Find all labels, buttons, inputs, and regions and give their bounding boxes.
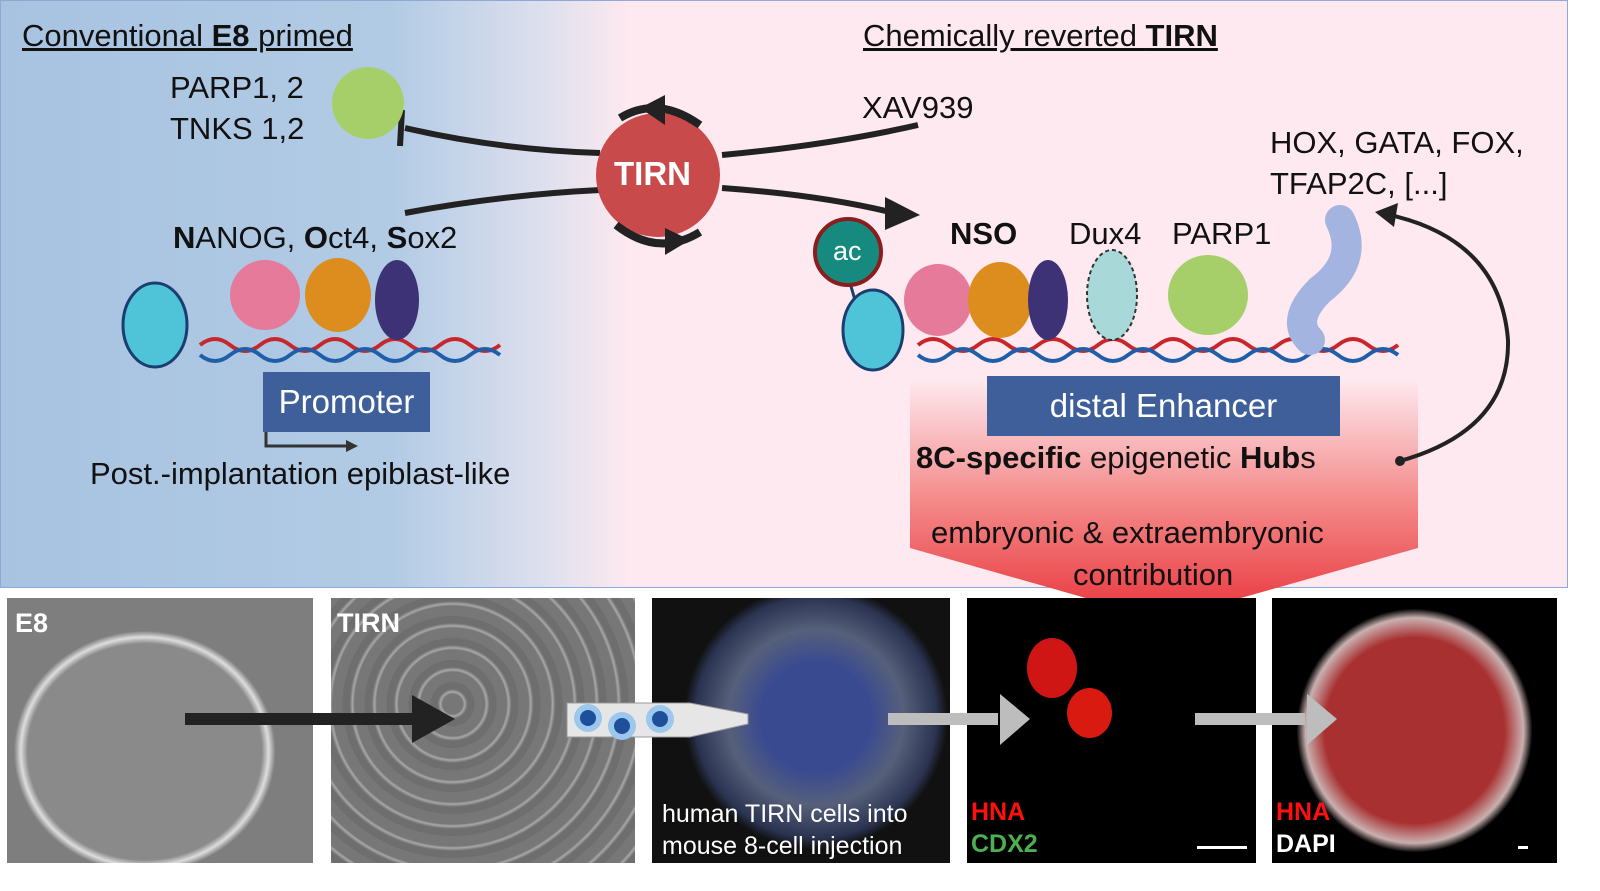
parp-protein-icon <box>332 67 404 139</box>
cdx2-label: CDX2 <box>971 830 1038 858</box>
ac-label: ac <box>833 236 862 266</box>
right-header: Chemically reverted TIRN <box>863 18 1218 53</box>
acetyl-mark-icon <box>813 217 883 287</box>
parp-label-2: TNKS 1,2 <box>170 111 305 146</box>
hna-label: HNA <box>971 798 1026 826</box>
e8-to-tirn-arrow <box>185 713 425 725</box>
dux4-protein-icon <box>1086 249 1138 341</box>
target-genes-1: HOX, GATA, FOX, <box>1270 125 1524 160</box>
nanog-protein-icon <box>230 260 300 330</box>
enhancer-box: distal Enhancer <box>987 376 1340 436</box>
blastocyst-to-embryo-arrow <box>1195 713 1305 725</box>
dapi-label: DAPI <box>1276 830 1336 858</box>
left-dna-icon <box>198 337 502 363</box>
contribution-2: contribution <box>1073 557 1234 592</box>
contribution-funnel <box>910 380 1418 620</box>
hna-label-2: HNA <box>1276 798 1331 826</box>
nos-line <box>404 187 601 216</box>
tirn-label: TIRN <box>337 608 400 638</box>
oct4-protein-icon-right <box>968 262 1032 338</box>
sox2-protein-icon-right <box>1028 260 1068 340</box>
parp-label-1: PARP1, 2 <box>170 70 304 105</box>
promoter-caption: Post.-implantation epiblast-like <box>90 456 511 491</box>
feedback-arrow <box>1389 213 1511 463</box>
nso-label: NSO <box>950 216 1018 251</box>
inhibition-line <box>404 125 601 156</box>
promoter-box: Promoter <box>263 372 430 432</box>
xav-line <box>721 122 919 158</box>
sox2-protein-icon <box>375 260 419 340</box>
nos-label: NANOG, Oct4, Sox2 <box>173 220 458 255</box>
dux4-label: Dux4 <box>1069 216 1142 251</box>
scale-bar-2 <box>1518 846 1528 849</box>
parp1-label: PARP1 <box>1172 216 1272 251</box>
target-genes-2: TFAP2C, [...] <box>1270 166 1448 201</box>
tirn-badge: TIRN <box>614 155 691 192</box>
parp1-protein-icon <box>1168 255 1248 335</box>
injection-caption-2: mouse 8-cell injection <box>662 832 903 860</box>
left-header: Conventional E8 primed <box>22 18 353 53</box>
tirn-cycle-circle <box>596 113 720 237</box>
contribution-1: embryonic & extraembryonic <box>931 515 1324 550</box>
target-tf-icon <box>1287 205 1362 355</box>
hubs-label: 8C-specific epigenetic Hubs <box>916 440 1316 475</box>
xav-label: XAV939 <box>862 90 974 125</box>
activation-arrow <box>721 185 891 215</box>
oct4-protein-icon <box>305 258 371 332</box>
injection-caption-1: human TIRN cells into <box>662 800 908 828</box>
e8-colony-image: E8 <box>7 598 313 863</box>
scale-bar <box>1197 846 1247 849</box>
nucleosome-icon <box>121 281 189 369</box>
embryo-to-blastocyst-arrow <box>888 713 998 725</box>
nucleosome-icon-right <box>841 288 905 372</box>
e8-label: E8 <box>15 608 49 638</box>
nanog-protein-icon-right <box>904 264 972 336</box>
